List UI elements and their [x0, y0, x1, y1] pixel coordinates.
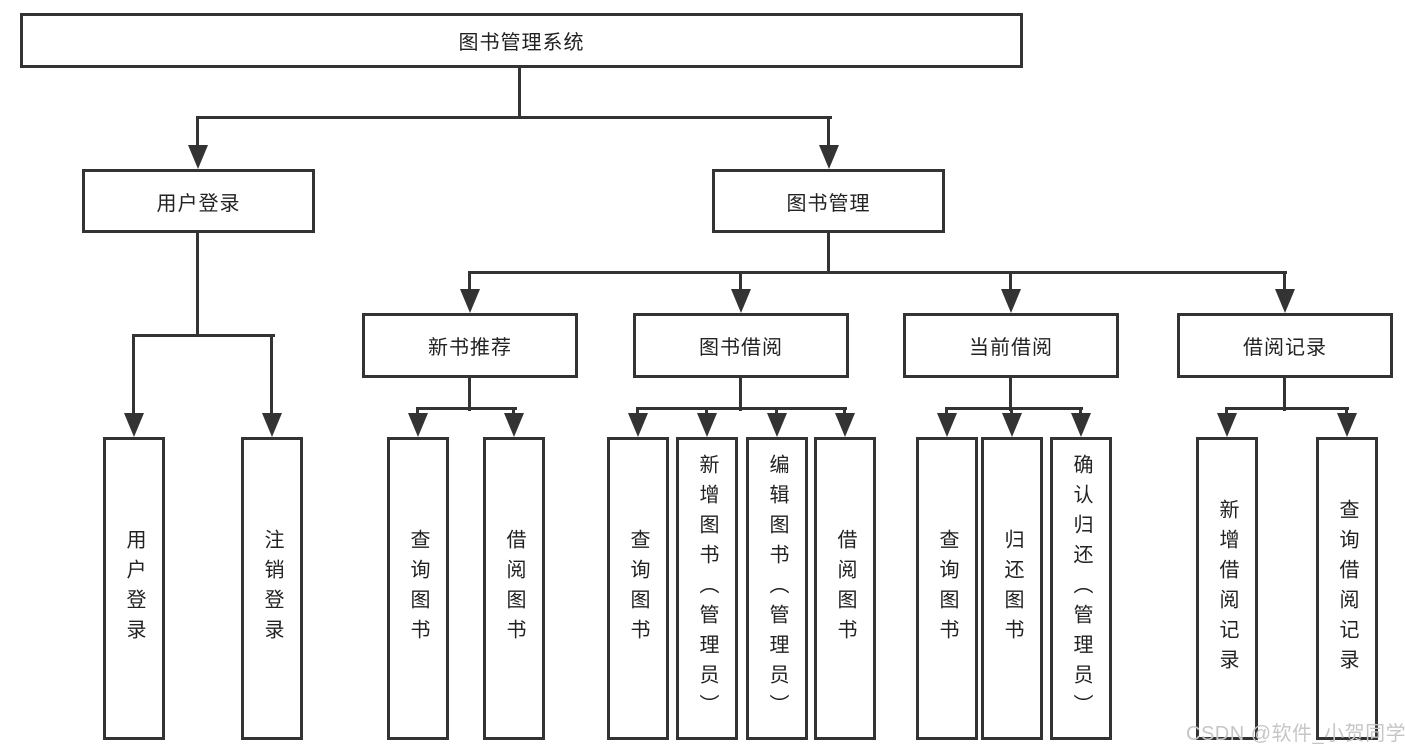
- connector-line: [636, 407, 639, 417]
- arrow-down-icon: [408, 413, 428, 437]
- connector-line: [1225, 407, 1349, 410]
- leaf-add-borrow-record: 新增借阅记录: [1196, 437, 1258, 740]
- node-new-book-recommend: 新书推荐: [362, 313, 578, 378]
- arrow-down-icon: [835, 413, 855, 437]
- leaf-user-login: 用户登录: [103, 437, 165, 740]
- connector-line: [739, 378, 742, 411]
- node-user-login: 用户登录: [82, 169, 315, 233]
- connector-line: [518, 68, 521, 118]
- connector-line: [1010, 407, 1013, 417]
- leaf-return-book: 归还图书: [981, 437, 1043, 740]
- leaf-confirm-return-admin: 确认归还（管理员）: [1050, 437, 1112, 740]
- connector-line: [416, 407, 419, 417]
- connector-line: [512, 407, 515, 417]
- arrow-down-icon: [937, 413, 957, 437]
- node-book-management: 图书管理: [712, 169, 945, 233]
- csdn-watermark: CSDN @软件_小贺同学: [1186, 723, 1405, 745]
- arrow-down-icon: [1275, 289, 1295, 313]
- connector-line: [1283, 271, 1286, 292]
- connector-line: [132, 334, 135, 417]
- connector-line: [1225, 407, 1228, 417]
- arrow-down-icon: [731, 289, 751, 313]
- connector-line: [827, 116, 830, 149]
- leaf-add-book-admin: 新增图书（管理员）: [676, 437, 738, 740]
- connector-line: [775, 407, 778, 417]
- arrow-down-icon: [1217, 413, 1237, 437]
- connector-line: [468, 271, 1287, 274]
- arrow-down-icon: [460, 289, 480, 313]
- connector-line: [843, 407, 846, 417]
- leaf-borrow-books: 借阅图书: [814, 437, 876, 740]
- connector-line: [416, 407, 517, 410]
- leaf-borrow-books-recommend: 借阅图书: [483, 437, 545, 740]
- connector-line: [1079, 407, 1082, 417]
- arrow-down-icon: [1071, 413, 1091, 437]
- arrow-down-icon: [1001, 289, 1021, 313]
- connector-line: [196, 116, 199, 149]
- arrow-down-icon: [697, 413, 717, 437]
- connector-line: [468, 378, 471, 411]
- connector-line: [945, 407, 948, 417]
- connector-line: [196, 233, 199, 337]
- node-root-system: 图书管理系统: [20, 13, 1023, 68]
- leaf-query-books-current: 查询图书: [916, 437, 978, 740]
- node-current-borrow: 当前借阅: [903, 313, 1119, 378]
- node-book-borrow: 图书借阅: [633, 313, 849, 378]
- arrow-down-icon: [767, 413, 787, 437]
- arrow-down-icon: [628, 413, 648, 437]
- arrow-down-icon: [1002, 413, 1022, 437]
- arrow-down-icon: [188, 145, 208, 169]
- arrow-down-icon: [819, 145, 839, 169]
- arrow-down-icon: [262, 413, 282, 437]
- connector-line: [1283, 378, 1286, 411]
- connector-line: [1345, 407, 1348, 417]
- connector-line: [705, 407, 708, 417]
- connector-line: [1009, 378, 1012, 411]
- leaf-query-books-recommend: 查询图书: [387, 437, 449, 740]
- leaf-edit-book-admin: 编辑图书（管理员）: [746, 437, 808, 740]
- connector-line: [827, 233, 830, 274]
- connector-line: [739, 271, 742, 292]
- connector-line: [270, 334, 273, 417]
- leaf-query-borrow-record: 查询借阅记录: [1316, 437, 1378, 740]
- connector-line: [945, 407, 1083, 410]
- arrow-down-icon: [124, 413, 144, 437]
- arrow-down-icon: [1337, 413, 1357, 437]
- connector-line: [196, 116, 832, 119]
- node-borrow-records: 借阅记录: [1177, 313, 1393, 378]
- leaf-query-books-borrow: 查询图书: [607, 437, 669, 740]
- arrow-down-icon: [504, 413, 524, 437]
- connector-line: [132, 334, 275, 337]
- connector-line: [1009, 271, 1012, 292]
- leaf-logout: 注销登录: [241, 437, 303, 740]
- connector-line: [636, 407, 847, 410]
- connector-line: [468, 271, 471, 292]
